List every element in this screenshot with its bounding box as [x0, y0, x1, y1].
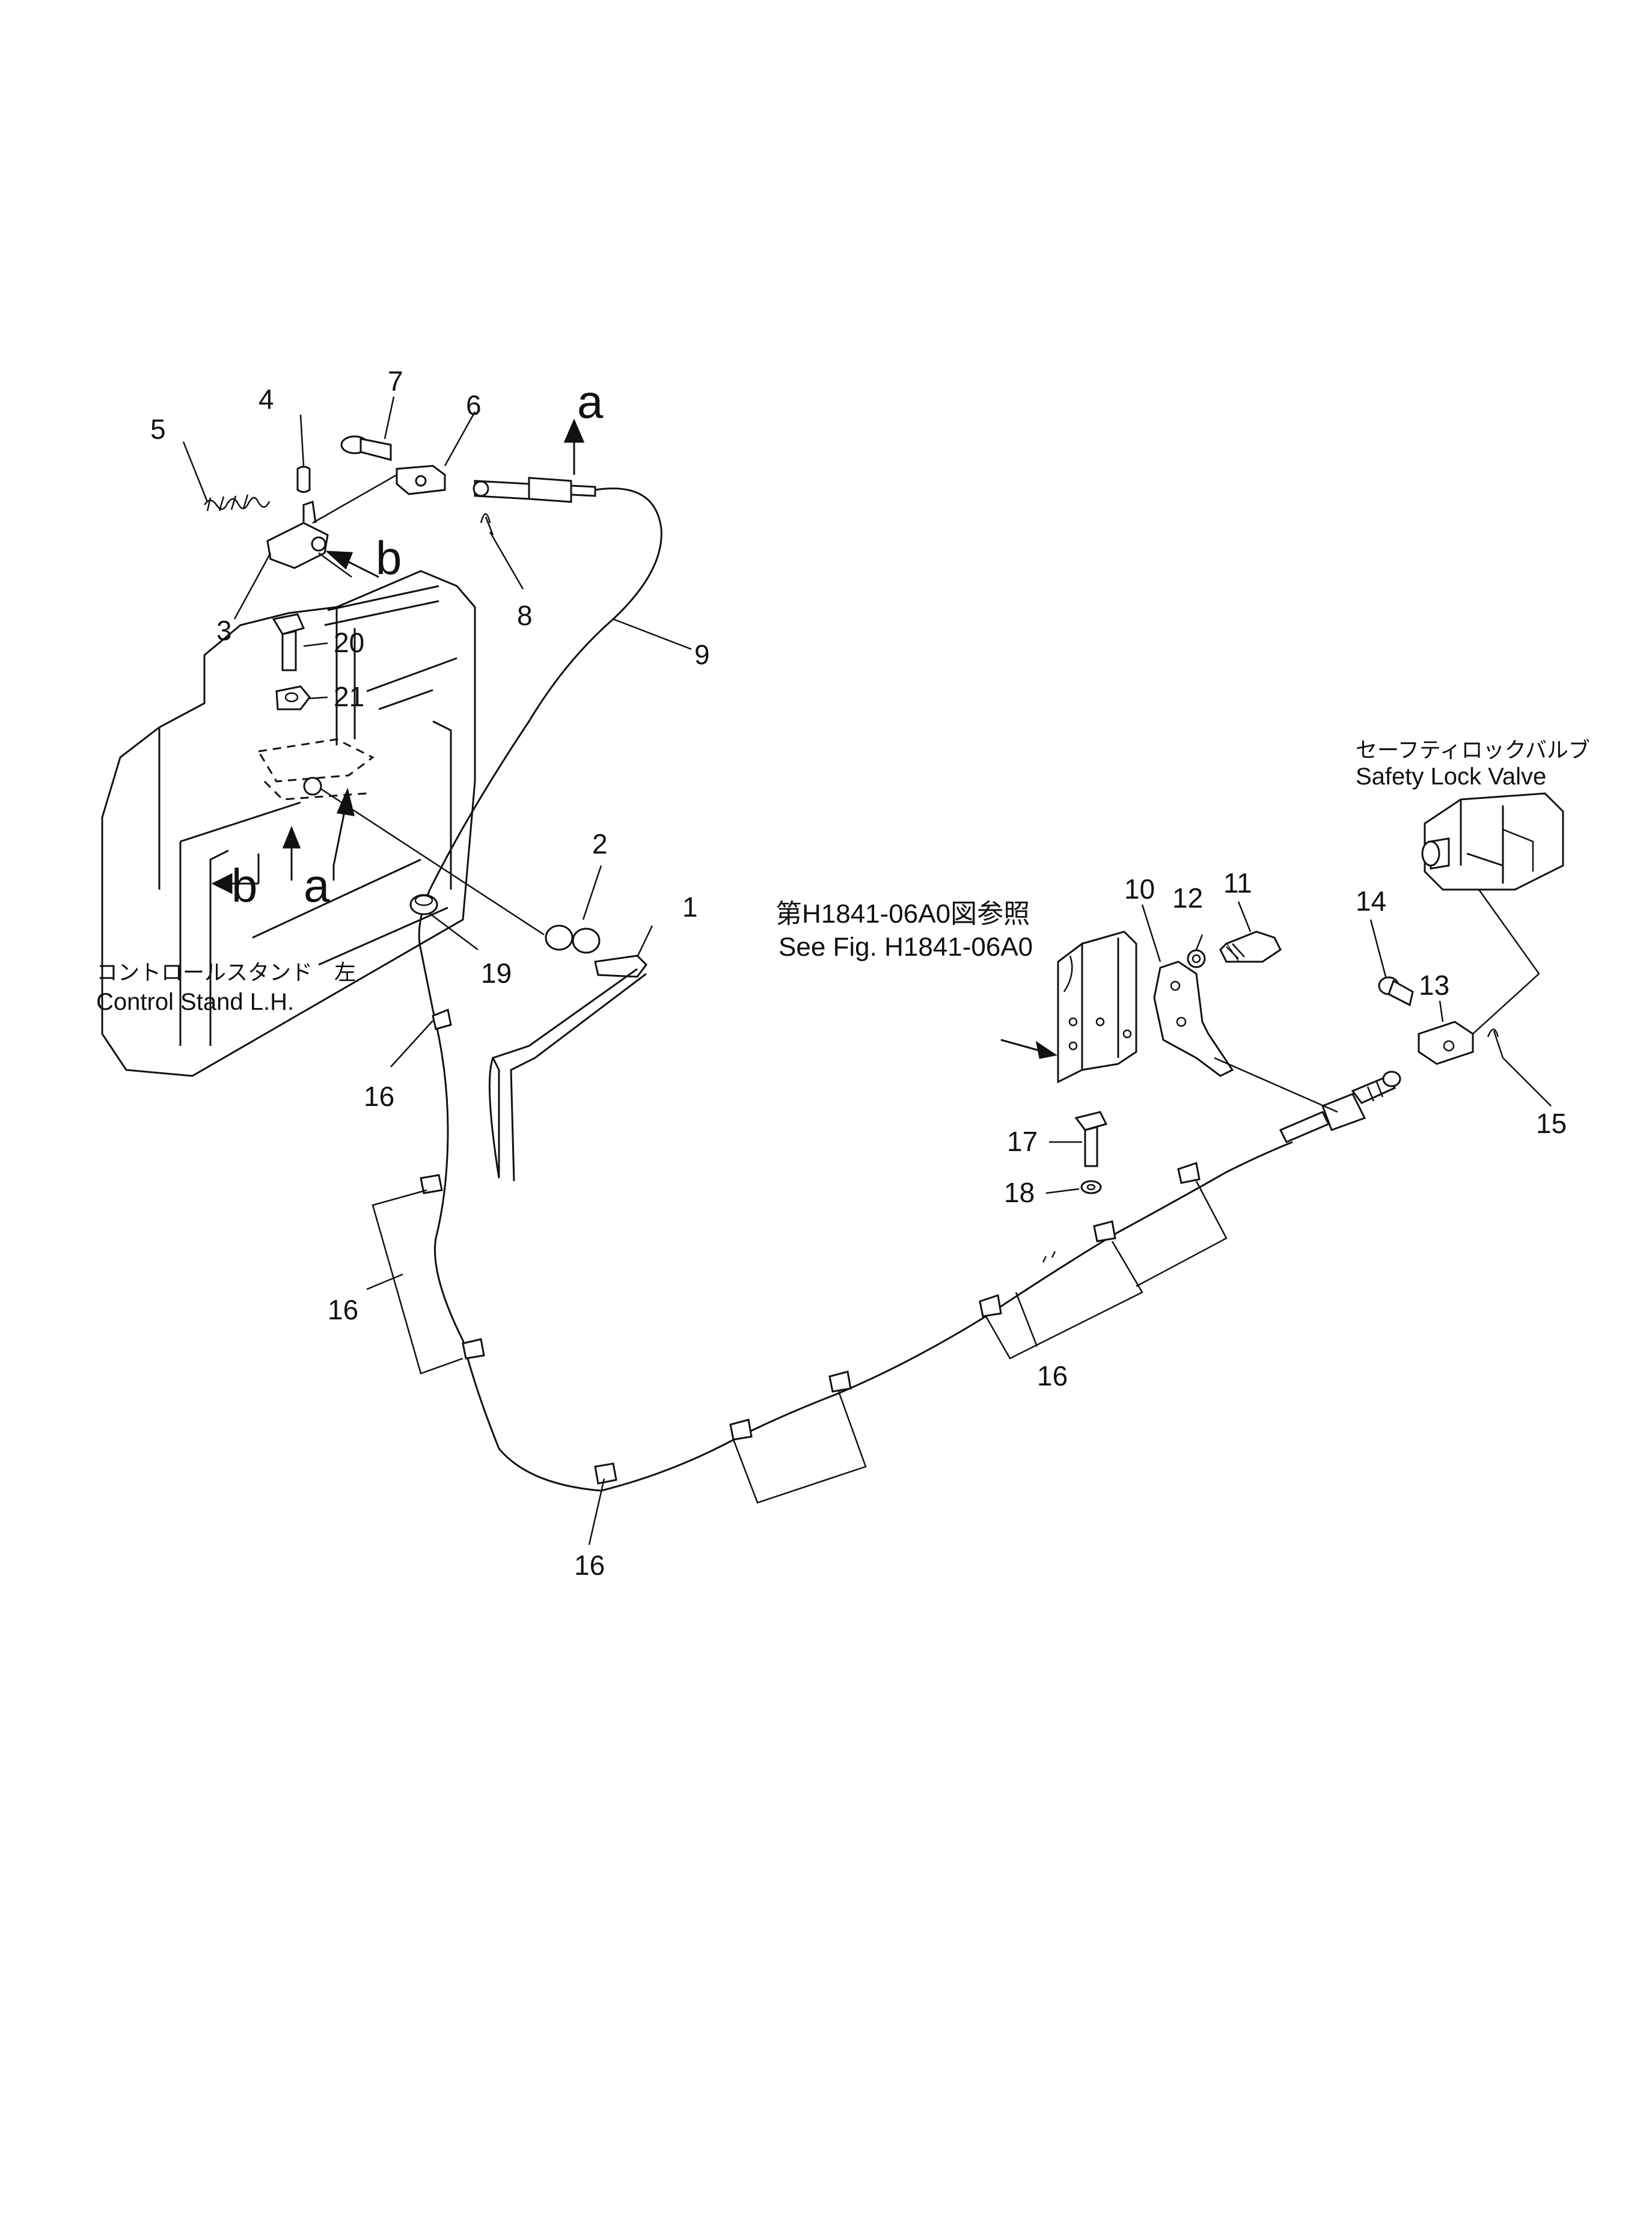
callout-16a: 16 — [364, 1081, 394, 1112]
callout-16b: 16 — [328, 1294, 358, 1325]
group-bracket-16-bottom — [732, 1391, 867, 1504]
safety-lock-en: Safety Lock Valve — [1356, 763, 1546, 790]
control-stand-jp: コントロールスタンド 左 — [96, 960, 356, 985]
callout-16d: 16 — [574, 1550, 605, 1581]
view-label-b-bottom: b — [231, 859, 257, 912]
callout-14: 14 — [1356, 885, 1386, 917]
callout-6: 6 — [466, 389, 482, 421]
nut-part-21 — [275, 685, 311, 710]
bolt-part-20 — [272, 613, 305, 671]
view-label-a-top: a — [577, 375, 604, 428]
bolt-part-7 — [340, 435, 392, 461]
group-bracket-16-left — [372, 1189, 463, 1375]
bolt-part-14 — [1378, 976, 1414, 1007]
cable-lower-run — [432, 1009, 1293, 1492]
callout-10: 10 — [1124, 873, 1155, 905]
cable-to-plate — [1214, 1057, 1338, 1113]
cotter-pin-part-8 — [480, 513, 494, 536]
control-stand-lh — [101, 570, 476, 1077]
callout-1: 1 — [682, 891, 698, 923]
view-label-a-bottom: a — [304, 859, 330, 912]
bolt-part-17 — [1074, 1111, 1108, 1167]
callout-8: 8 — [517, 600, 533, 631]
callout-5: 5 — [150, 414, 166, 445]
callout-numbers: 1 2 3 4 5 6 7 8 9 10 11 12 13 14 15 16 1… — [150, 365, 1567, 1581]
washer-on-stand — [303, 777, 322, 796]
callout-19: 19 — [481, 958, 512, 989]
callout-13: 13 — [1419, 970, 1449, 1001]
callout-18: 18 — [1004, 1177, 1035, 1208]
callout-15: 15 — [1536, 1108, 1567, 1139]
direction-arrows — [211, 418, 1057, 1059]
frame-bracket-ref — [1057, 930, 1137, 1084]
shaft-line — [318, 786, 545, 936]
callout-7: 7 — [388, 365, 403, 397]
callout-2: 2 — [592, 828, 608, 860]
safety-lock-jp: セーフティロックバルブ — [1356, 738, 1590, 762]
ref-fig-jp: 第H1841-06A0図参照 — [776, 899, 1030, 929]
washer-part-12 — [1187, 949, 1206, 968]
callout-3: 3 — [216, 615, 232, 646]
notes: コントロールスタンド 左 Control Stand L.H. セーフティロック… — [96, 738, 1590, 1015]
callout-11: 11 — [1223, 867, 1252, 899]
callout-16c: 16 — [1037, 1360, 1068, 1391]
callout-9: 9 — [694, 639, 710, 670]
plate-part-10 — [1153, 961, 1234, 1077]
block-part-13 — [1418, 1021, 1474, 1065]
clamp-part-16 — [420, 1008, 1201, 1485]
bracket-dashed — [257, 738, 375, 801]
lever-part-1 — [488, 955, 647, 1182]
valve-to-block-leader — [1472, 889, 1540, 1034]
group-bracket-16-right — [985, 1181, 1228, 1360]
control-stand-en: Control Stand L.H. — [96, 989, 294, 1015]
pin-part-4 — [296, 466, 311, 493]
callout-12: 12 — [1172, 882, 1203, 914]
callout-17: 17 — [1007, 1126, 1038, 1157]
callout-20: 20 — [334, 627, 364, 658]
cable-end-right — [1279, 1071, 1401, 1143]
bushing-part-2 — [545, 924, 601, 954]
cable-end-upper — [473, 477, 596, 503]
washer-part-18 — [1080, 1180, 1102, 1194]
ref-fig-en: See Fig. H1841-06A0 — [779, 932, 1033, 962]
block-part-6 — [396, 465, 446, 495]
leader-lines — [182, 396, 1552, 1545]
view-label-b-top: b — [376, 531, 402, 584]
cotter-pin-part-15 — [1487, 1028, 1504, 1058]
callout-4: 4 — [259, 383, 274, 415]
bolt-part-11 — [1219, 930, 1282, 963]
spring-part-5 — [203, 494, 271, 512]
control-cable-part-9 — [418, 487, 662, 1010]
callout-21: 21 — [334, 681, 364, 712]
safety-lock-valve — [1421, 792, 1564, 891]
lever-part-3 — [266, 501, 329, 569]
group-leader-3-6 — [312, 474, 397, 524]
grommet-part-19 — [409, 894, 438, 915]
